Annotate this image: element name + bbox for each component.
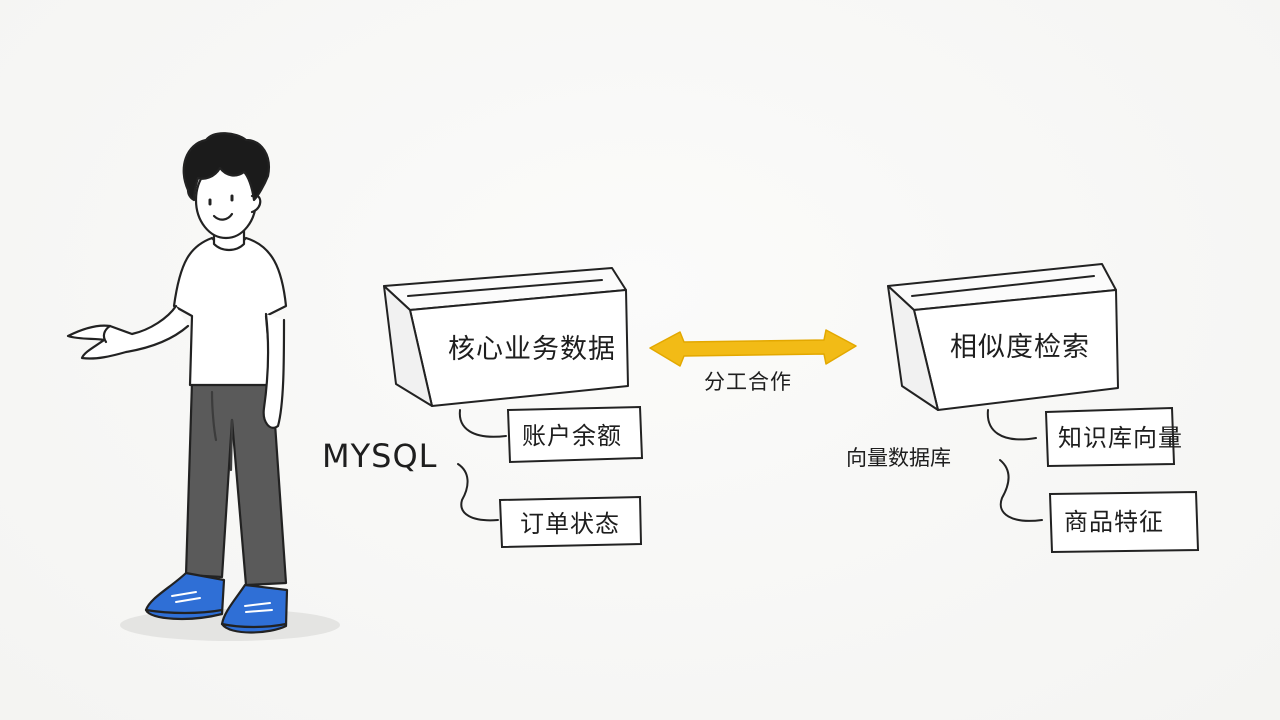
left-tag-account-balance: 账户余额 [522,422,622,450]
person-illustration [66,132,340,641]
left-box-drawing [383,267,629,522]
vector-db-group-label: 向量数据库 [846,446,951,470]
left-tag-order-status: 订单状态 [520,510,620,538]
mysql-group-label: MYSQL [322,437,438,475]
left-box-title: 核心业务数据 [448,334,616,365]
right-tags-frames [1044,406,1200,554]
right-box-title: 相似度检索 [950,332,1090,363]
right-tag-knowledge-vectors: 知识库向量 [1058,424,1183,452]
connector-label: 分工合作 [704,370,792,394]
double-arrow [649,329,857,367]
right-box-drawing [887,263,1119,522]
left-tags-frames [498,405,644,549]
right-tag-product-features: 商品特征 [1064,508,1164,536]
